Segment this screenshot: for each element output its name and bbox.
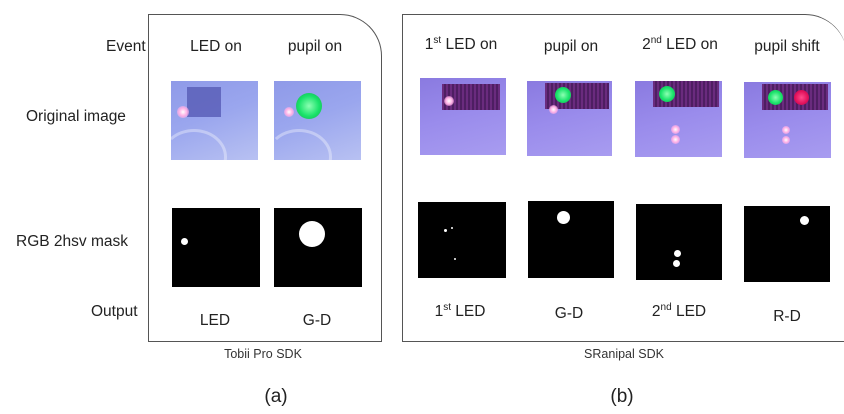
event-text: LED on: [441, 36, 498, 54]
sranipal-original-image-2nd-led: [635, 81, 722, 157]
tobii-mask-pupil-dot: [299, 221, 325, 247]
output-text: 2: [651, 303, 661, 321]
sranipal-original-image-1st-led: [420, 78, 506, 155]
tobii-original-image-led-on: [171, 81, 258, 160]
event-text: 2: [642, 36, 651, 54]
row-label-event: Event: [106, 38, 146, 55]
sranipal-green-pupil-2: [659, 86, 675, 102]
output-sup: st: [443, 302, 451, 313]
tobii-output-gd: G-D: [302, 312, 332, 329]
output-text: LED: [450, 303, 486, 321]
sranipal-original-image-pupil-shift: [744, 82, 831, 158]
row-label-rgb2hsv-mask: RGB 2hsv mask: [16, 233, 128, 250]
sranipal-led-glint-2: [549, 105, 558, 114]
tobii-screen-dark-square: [187, 87, 221, 117]
sranipal-mask-dot: [451, 227, 453, 229]
tobii-pupil-glint: [284, 107, 294, 117]
sranipal-caption: SRanipal SDK: [584, 347, 664, 361]
event-sup: st: [433, 35, 442, 46]
sranipal-event-pupil-on: pupil on: [544, 38, 598, 56]
row-label-original-image: Original image: [26, 108, 126, 125]
sranipal-mask-pupil-on: [528, 201, 614, 278]
tobii-mask-pupil-on: [274, 208, 362, 287]
sranipal-mask-dot: [444, 229, 447, 232]
sranipal-event-1st-led-on: 1st LED on: [425, 35, 497, 54]
tobii-mask-led-on: [172, 208, 260, 287]
sranipal-event-pupil-shift: pupil shift: [754, 38, 819, 56]
tobii-led-glint: [177, 106, 189, 118]
sranipal-panel-bottom: [402, 341, 844, 342]
sranipal-led-glint-6: [782, 136, 790, 144]
tobii-original-image-pupil-on: [274, 81, 361, 160]
sranipal-led-glint-4: [671, 135, 680, 144]
output-sup: nd: [660, 302, 672, 313]
sranipal-original-image-pupil-on: [527, 81, 612, 156]
sranipal-output-2nd-led: 2nd LED: [652, 302, 706, 321]
sranipal-event-2nd-led-on: 2nd LED on: [642, 35, 718, 54]
sranipal-mask-led-dot: [674, 250, 681, 257]
sranipal-mask-dot: [454, 258, 456, 260]
sranipal-led-glint-5: [782, 126, 790, 134]
sranipal-led-glint-1: [444, 96, 454, 106]
tobii-mask-led-dot: [181, 238, 188, 245]
sranipal-mask-shift-dot: [800, 216, 809, 225]
output-text: LED: [671, 303, 707, 321]
event-text: pupil shift: [754, 38, 820, 55]
tobii-arc-reflection-2: [274, 129, 332, 160]
sranipal-mask-1st-led: [418, 202, 506, 278]
sranipal-output-1st-led: 1st LED: [435, 302, 486, 321]
sranipal-mask-led-dot: [673, 260, 680, 267]
sranipal-mask-2nd-led: [636, 204, 722, 280]
sranipal-led-glint-3: [671, 125, 680, 134]
sranipal-mask-pupil-dot: [557, 211, 570, 224]
sranipal-green-pupil-3: [768, 90, 783, 105]
output-text: 1: [434, 303, 444, 321]
sranipal-output-rd: R-D: [773, 308, 801, 326]
output-text: G-D: [554, 305, 584, 322]
sranipal-red-pupil: [794, 90, 809, 105]
sranipal-panel-frame: [402, 14, 844, 341]
tobii-arc-reflection: [171, 129, 227, 160]
tobii-event-pupil-on: pupil on: [287, 38, 343, 55]
tobii-panel-bottom: [148, 341, 382, 342]
event-text: 1: [424, 36, 434, 54]
event-text: LED on: [661, 36, 718, 54]
tobii-panel-frame: [148, 14, 382, 341]
tobii-panel-left-extend: [148, 330, 149, 342]
sranipal-mask-pupil-shift: [744, 206, 830, 282]
sublabel-b: (b): [610, 386, 634, 407]
sranipal-green-pupil-1: [555, 87, 571, 103]
tobii-green-pupil: [296, 93, 322, 119]
tobii-event-led-on: LED on: [190, 38, 242, 55]
output-text: R-D: [773, 308, 801, 325]
event-sup: nd: [650, 35, 662, 46]
tobii-output-led: LED: [199, 312, 231, 329]
sranipal-output-gd: G-D: [555, 305, 583, 323]
event-text: pupil on: [543, 38, 599, 55]
row-label-output: Output: [91, 303, 138, 320]
sublabel-a: (a): [264, 386, 288, 407]
tobii-caption: Tobii Pro SDK: [224, 347, 302, 361]
